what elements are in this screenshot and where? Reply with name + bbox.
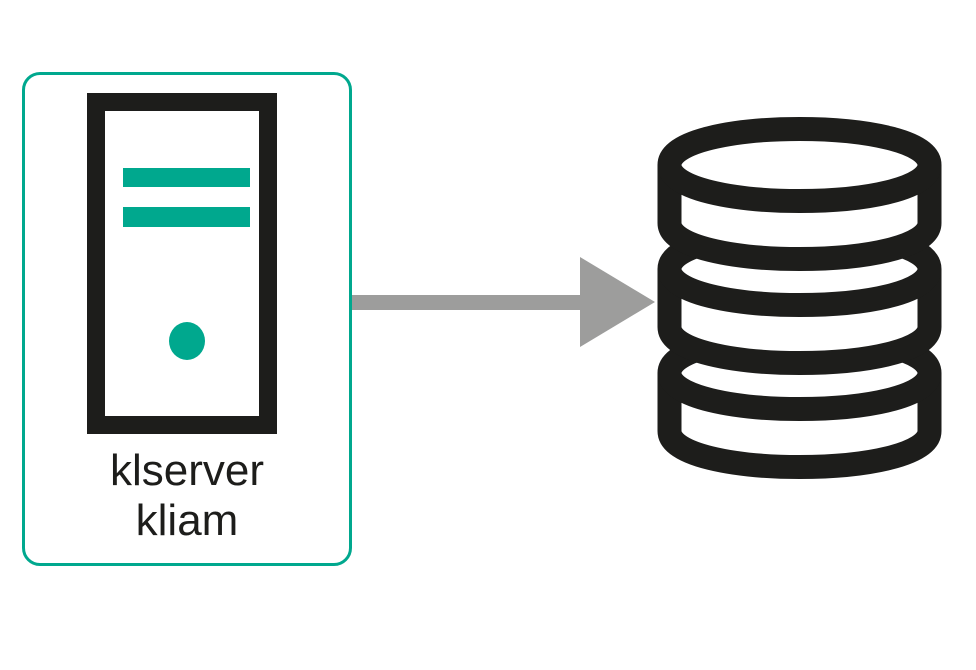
arrow-shaft — [352, 295, 586, 310]
database-disc-middle-rim — [657, 265, 942, 317]
server-node: klserver kliam — [22, 72, 352, 566]
database-disc-bottom-rim — [657, 369, 942, 421]
database-disc-top-rim — [657, 161, 942, 213]
server-label-line2: kliam — [135, 496, 239, 545]
server-label-line1: klserver — [109, 446, 265, 495]
server-power-dot — [169, 322, 205, 360]
server-tower-outline — [87, 93, 277, 434]
arrow-head — [580, 257, 655, 347]
server-icon — [87, 93, 277, 434]
database-icon — [657, 117, 942, 479]
server-slot-bar-top — [123, 168, 250, 187]
server-slot-bar-bottom — [123, 207, 250, 227]
server-node-label: klserver kliam — [25, 446, 349, 546]
arrow-right-icon — [352, 257, 655, 347]
